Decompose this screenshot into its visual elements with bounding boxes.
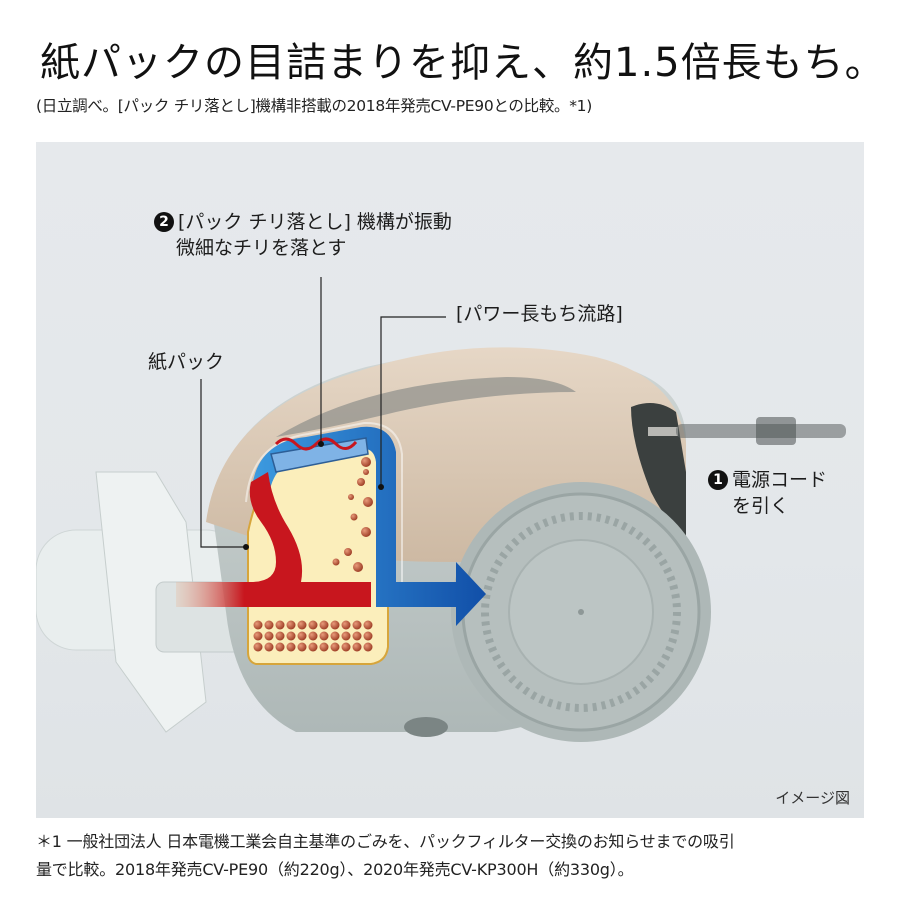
dust-particle	[253, 620, 263, 630]
dust-particle	[348, 494, 354, 500]
dust-particle	[264, 642, 274, 652]
dust-particle	[330, 642, 340, 652]
step-1-badge: 1	[708, 470, 728, 490]
exhaust-airflow	[245, 421, 486, 626]
dust-particle	[344, 548, 352, 556]
dust-particle	[357, 478, 365, 486]
dust-particle	[319, 620, 329, 630]
dust-particle	[352, 620, 362, 630]
step-2-badge: 2	[154, 212, 174, 232]
dust-particle	[330, 631, 340, 641]
dust-particle	[319, 631, 329, 641]
dust-particle	[286, 620, 296, 630]
dust-particle	[275, 620, 285, 630]
dust-particle	[297, 642, 307, 652]
dust-particle	[353, 562, 363, 572]
dust-particle	[352, 631, 362, 641]
dust-particles	[253, 457, 373, 652]
image-caption: イメージ図	[775, 789, 850, 807]
callout-power-cord-line1: 電源コード	[732, 469, 828, 491]
callout-power-airflow: [パワー長もち流路]	[456, 303, 623, 325]
dust-particle	[363, 620, 373, 630]
footnote-line2: 量で比較。2018年発売CV-PE90（約220g）、2020年発売CV-KP3…	[36, 860, 634, 879]
intake-airflow	[176, 472, 371, 607]
dust-particle	[319, 642, 329, 652]
dust-particle	[275, 642, 285, 652]
dust-particle	[286, 631, 296, 641]
dust-particle	[363, 642, 373, 652]
comparison-note: (日立調べ。[パック チリ落とし]機構非搭載の2018年発売CV-PE90との比…	[36, 97, 592, 115]
dust-particle	[330, 620, 340, 630]
dust-particle	[275, 631, 285, 641]
footnote-line1: ＊1 一般社団法人 日本電機工業会自主基準のごみを、パックフィルター交換のお知ら…	[36, 832, 735, 851]
dust-particle	[341, 642, 351, 652]
dust-particle	[297, 631, 307, 641]
dust-particle	[253, 642, 263, 652]
callout-chiri-otoshi-line1: [パック チリ落とし] 機構が振動	[178, 211, 452, 233]
dust-particle	[264, 620, 274, 630]
dust-particle	[308, 620, 318, 630]
dust-particle	[286, 642, 296, 652]
dust-particle	[308, 631, 318, 641]
footnote: ＊1 一般社団法人 日本電機工業会自主基準のごみを、パックフィルター交換のお知ら…	[36, 828, 735, 884]
callout-chiri-otoshi: 2[パック チリ落とし] 機構が振動 微細なチリを落とす	[154, 210, 452, 261]
dust-particle	[352, 642, 362, 652]
dust-particle	[361, 527, 371, 537]
dust-particle	[297, 620, 307, 630]
callout-chiri-otoshi-line2: 微細なチリを落とす	[176, 236, 347, 259]
leader-lines	[200, 277, 446, 548]
headline: 紙パックの目詰まりを抑え、約1.5倍長もち。	[40, 40, 886, 86]
chiri-otoshi-mechanism	[270, 437, 369, 473]
callout-paper-pack: 紙パック	[148, 351, 225, 373]
dust-particle	[363, 497, 373, 507]
dust-particle	[361, 457, 371, 467]
dust-particle	[363, 469, 369, 475]
dust-particle	[253, 631, 263, 641]
dust-particle	[363, 631, 373, 641]
dust-particle	[350, 513, 358, 521]
dust-particle	[341, 631, 351, 641]
dust-particle	[264, 631, 274, 641]
illustration-panel: 2[パック チリ落とし] 機構が振動 微細なチリを落とす [パワー長もち流路] …	[36, 142, 864, 818]
dust-particle	[341, 620, 351, 630]
dust-particle	[308, 642, 318, 652]
vacuum-cleaner-illustration	[36, 277, 846, 742]
hose-handle	[36, 471, 267, 733]
callout-power-cord-line2: を引く	[732, 494, 790, 517]
dust-particle	[332, 558, 340, 566]
